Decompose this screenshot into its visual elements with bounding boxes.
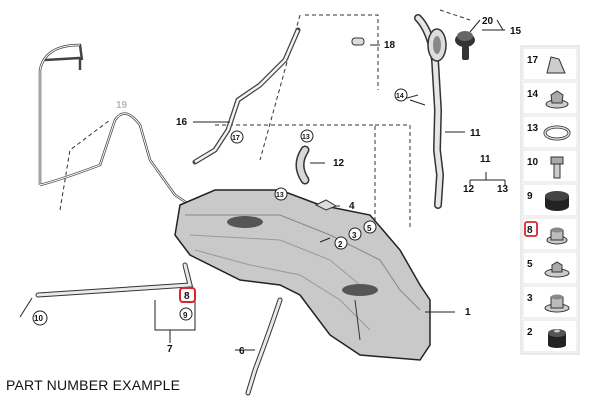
callout-10: 10: [34, 314, 43, 323]
bushing-icon: [546, 227, 568, 245]
rubber-buffer-icon: [548, 329, 566, 348]
callout-13-group: 13: [497, 184, 509, 195]
side-panel-cell: 17: [522, 47, 578, 81]
callout-16: 16: [176, 117, 188, 128]
hose-12-inner: [297, 147, 308, 183]
callout-13-b: 13: [276, 192, 284, 199]
callout-1: 1: [465, 307, 471, 318]
side-panel-cell: 5: [522, 251, 578, 285]
fuel-tank: [174, 189, 431, 361]
callout-4: 4: [349, 201, 355, 212]
callout-12: 12: [333, 158, 345, 169]
callout-2: 2: [338, 240, 343, 249]
callout-7: 7: [167, 344, 173, 355]
callout-8: 8: [184, 291, 190, 302]
side-panel-number: 2: [527, 327, 533, 338]
leader-lines: [19, 19, 506, 351]
hose-clamp-icon: [543, 125, 571, 141]
side-panel-number: 5: [527, 259, 533, 270]
callout-5: 5: [367, 224, 372, 233]
collar-nut-icon: [544, 294, 570, 313]
callout-11-group: 11: [480, 154, 491, 165]
callout-13-a: 13: [302, 134, 310, 141]
callout-18: 18: [384, 40, 396, 51]
spring-clip-icon: [546, 56, 566, 74]
callout-14: 14: [396, 93, 404, 100]
washer-nut-icon: [544, 261, 570, 278]
side-panel-number: 13: [527, 123, 539, 134]
side-panel-cell: 8: [522, 217, 578, 251]
fuel-cap-15: [455, 31, 475, 60]
fill-hose-16: [192, 27, 301, 165]
side-panel-number: 9: [527, 191, 533, 202]
callout-19: 19: [116, 100, 128, 111]
highlighted-panel-marker: [524, 221, 538, 237]
callout-6: 6: [239, 346, 245, 357]
filler-neck-11: [414, 14, 447, 209]
vent-line-inner: [39, 44, 191, 206]
side-panel-number: 10: [527, 157, 539, 168]
highlighted-part-marker: [179, 287, 196, 303]
callout-20: 20: [482, 16, 494, 27]
fill-hose-16-highlight: [194, 29, 300, 164]
side-panel-cell: 14: [522, 81, 578, 115]
callout-3: 3: [352, 231, 357, 240]
side-panel-number: 14: [527, 89, 539, 100]
rubber-mount-icon: [545, 191, 569, 211]
side-panel-cell: 2: [522, 319, 578, 353]
side-panel-number: 3: [527, 293, 533, 304]
hex-nut-icon: [545, 90, 569, 109]
callout-15: 15: [510, 26, 522, 37]
vent-line: [38, 43, 191, 207]
side-panel-cell: 13: [522, 115, 578, 149]
side-panel-number: 17: [527, 55, 539, 66]
callout-11: 11: [470, 128, 481, 139]
callout-9: 9: [183, 311, 188, 320]
circled-callouts: [32, 88, 408, 326]
hex-bolt-icon: [550, 156, 564, 179]
assembly-frame-lines: [59, 9, 471, 230]
grommet-18: [351, 37, 365, 46]
callout-17: 17: [232, 135, 240, 142]
side-panel-cell: 3: [522, 285, 578, 319]
parts-side-panel: 17 14 13 10 9 8 5 3 2: [520, 45, 580, 355]
side-panel-cell: 9: [522, 183, 578, 217]
side-panel-number: 8: [527, 225, 533, 236]
side-panel-cell: 10: [522, 149, 578, 183]
caption: PART NUMBER EXAMPLE: [6, 377, 181, 393]
tank-strap-7: [35, 262, 194, 298]
callout-12-group: 12: [463, 184, 475, 195]
tank-strap-6: [245, 297, 283, 396]
